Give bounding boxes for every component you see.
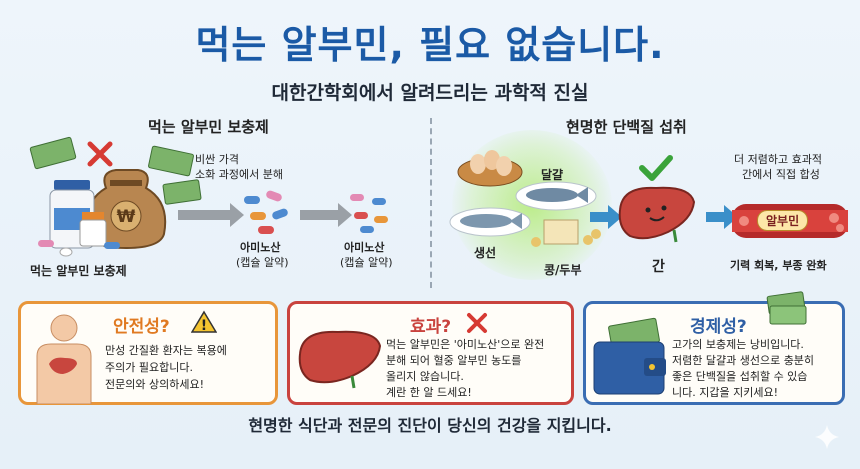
step1-sublabel: (캡슐 알약) [236, 256, 289, 269]
efficacy-text-3: 올리지 않습니다. [386, 370, 464, 383]
liver-icon [298, 330, 382, 389]
x-mark-icon [467, 313, 487, 333]
safety-text-2: 주의가 필요합니다. [105, 361, 193, 374]
left-section-heading: 먹는 알부민 보충제 [148, 118, 269, 136]
price-note: 비싼 가격 [195, 153, 239, 166]
economy-text-2: 저렴한 달걀과 생선으로 충분히 [672, 354, 815, 367]
cash-stack-icon [766, 291, 807, 325]
page-subtitle: 대한간학회에서 알려드리는 과학적 진실 [271, 82, 589, 104]
economy-text-4: 니다. 지갑을 지키세요! [672, 386, 778, 399]
step2-label: 아미노산 [344, 241, 385, 254]
page-title: 먹는 알부민, 필요 없습니다. [195, 23, 665, 67]
liver-icon [618, 186, 696, 243]
efficacy-title: 효과? [410, 317, 452, 337]
step2-sublabel: (캡슐 알약) [340, 256, 393, 269]
warning-icon: ! [191, 310, 217, 334]
economy-title: 경제성? [690, 317, 747, 337]
right-note-line1: 더 저렴하고 효과적 [734, 153, 822, 166]
small-jar-icon [79, 212, 107, 247]
economy-text-3: 좋은 단백질을 섭취할 수 있습 [672, 370, 808, 383]
albumin-badge: 알부민 [757, 210, 809, 231]
efficacy-text-2: 분해 되어 혈중 알부민 농도를 [386, 354, 522, 367]
supplement-products-illustration: ₩ [29, 136, 202, 257]
safety-text-1: 만성 간질환 환자는 복용에 [105, 344, 227, 357]
pills-icon [38, 240, 120, 257]
safety-title: 안전성? [113, 317, 170, 337]
step1-label: 아미노산 [240, 241, 281, 254]
fish-label: 생선 [474, 246, 497, 260]
safety-card: 안전성? ! 만성 간질환 환자는 복용에 주의가 필요합니다. 전문의와 상의… [18, 301, 278, 405]
capsules-icon [350, 194, 388, 233]
arrow-icon [706, 205, 738, 229]
digestion-note: 소화 과정에서 분해 [195, 168, 283, 181]
tofu-label: 콩/두부 [544, 263, 582, 277]
benefit-label: 기력 회복, 부종 완화 [730, 259, 827, 272]
x-mark-icon [87, 141, 113, 167]
svg-text:!: ! [201, 318, 207, 334]
healthy-foods-illustration [449, 150, 601, 247]
efficacy-card: 효과? 먹는 알부민은 '아미노산'으로 완전 분해 되어 혈중 알부민 농도를… [287, 301, 574, 405]
economy-text-1: 고가의 보충제는 낭비입니다. [672, 338, 804, 351]
fish-icon [449, 207, 531, 237]
svg-text:₩: ₩ [117, 207, 136, 227]
egg-label: 달걀 [541, 168, 564, 182]
egg-basket-icon [457, 150, 523, 187]
arrow-icon [300, 203, 352, 227]
economy-card: 경제성? 고가의 보충제는 낭비입니다. 저렴한 달걀과 생선으로 충분히 좋은… [583, 291, 845, 405]
right-note-line2: 간에서 직접 합성 [742, 168, 820, 181]
body-silhouette-icon [36, 314, 92, 404]
efficacy-text-1: 먹는 알부민은 '아미노산'으로 완전 [386, 338, 545, 351]
product-label: 먹는 알부민 보충제 [30, 264, 127, 278]
efficacy-text-4: 계란 한 알 드세요! [386, 386, 472, 399]
section-divider [430, 118, 432, 288]
fish-icon [515, 181, 597, 211]
right-section-heading: 현명한 단백질 섭취 [566, 118, 687, 136]
arrow-icon [178, 203, 244, 227]
liver-illustration [618, 155, 696, 243]
safety-text-3: 전문의와 상의하세요! [105, 378, 204, 391]
capsules-icon [244, 190, 288, 234]
cash-bill-icon [29, 136, 77, 170]
liver-label: 간 [652, 259, 665, 275]
arrow-icon [590, 205, 622, 229]
cash-bill-icon [162, 179, 202, 205]
cash-bill-icon [148, 145, 194, 177]
wallet-icon [593, 317, 666, 395]
footer-message: 현명한 식단과 전문의 진단이 당신의 건강을 지킵니다. [248, 416, 612, 435]
checkmark-icon [639, 155, 673, 181]
tofu-icon [531, 219, 601, 247]
sparkle-icon [815, 425, 839, 449]
